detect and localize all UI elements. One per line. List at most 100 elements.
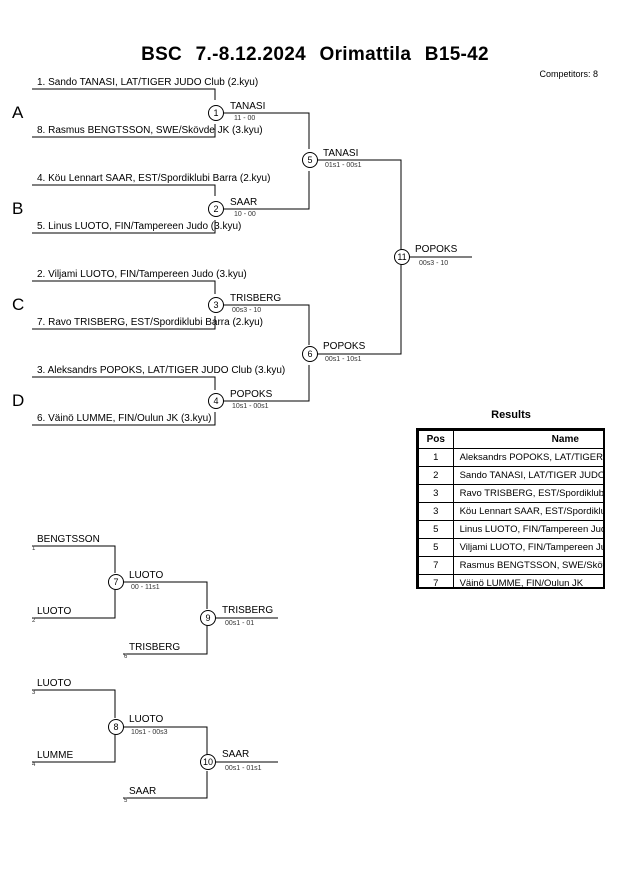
match-score: 10s1 - 00s3 — [131, 729, 168, 736]
name-cell: Linus LUOTO, FIN/Tampereen Judo — [452, 520, 603, 539]
name-cell: Köu Lennart SAAR, EST/Spordiklubi Barra — [452, 502, 603, 521]
svg-text:10: 10 — [203, 757, 213, 767]
pool-label-b: B — [12, 199, 24, 218]
final-winner: POPOKS — [415, 244, 458, 255]
match-score: 00s1 - 10s1 — [325, 356, 362, 363]
svg-text:7: 7 — [113, 577, 118, 587]
entrant: 3. Aleksandrs POPOKS, LAT/TIGER JUDO Clu… — [37, 365, 286, 376]
match-winner: SAAR — [222, 749, 250, 760]
match-node-2: 2 — [208, 201, 224, 217]
pos-cell: 3 — [418, 484, 454, 503]
match-score: 10 - 00 — [234, 211, 256, 218]
match-node-6: 6 — [302, 346, 318, 362]
match-score: 00s3 - 10 — [232, 307, 262, 314]
match-score: 00 - 11s1 — [131, 584, 160, 591]
repechage-entrant: LUMME — [37, 750, 74, 761]
entrant: 8. Rasmus BENGTSSON, SWE/Skövde JK (3.ky… — [37, 125, 263, 136]
match-node-1: 1 — [208, 105, 224, 121]
pos-cell: 3 — [418, 502, 454, 521]
pos-cell: 5 — [418, 520, 454, 539]
repechage-entrant-num: 4 — [32, 762, 36, 768]
match-node-3: 3 — [208, 297, 224, 313]
match-node-4: 4 — [208, 393, 224, 409]
name-cell: Aleksandrs POPOKS, LAT/TIGER JUDO Club — [452, 448, 603, 467]
pos-cell: 1 — [418, 448, 454, 467]
results-header-row: Pos Name — [418, 430, 603, 449]
match-winner: POPOKS — [323, 341, 366, 352]
entrant: 4. Köu Lennart SAAR, EST/Spordiklubi Bar… — [37, 173, 271, 184]
repechage-entrant-num: 2 — [32, 618, 36, 624]
name-cell: Viljami LUOTO, FIN/Tampereen Judo — [452, 538, 603, 557]
repechage-entrant-num: 1 — [32, 546, 36, 552]
repechage-entrant: LUOTO — [37, 606, 72, 617]
match-score: 00s1 - 01 — [225, 620, 255, 627]
svg-text:4: 4 — [213, 396, 218, 406]
match-score: 11 - 00 — [234, 115, 256, 122]
repechage-entrant: BENGTSSON — [37, 534, 100, 545]
match-score: 01s1 - 00s1 — [325, 162, 362, 169]
pos-header: Pos — [418, 430, 454, 449]
pos-cell: 7 — [418, 556, 454, 575]
pos-cell: 7 — [418, 574, 454, 587]
pool-label-d: D — [12, 391, 25, 410]
name-cell: Ravo TRISBERG, EST/Spordiklubi Barra — [452, 484, 603, 503]
svg-text:8: 8 — [113, 722, 118, 732]
match-winner: POPOKS — [230, 389, 273, 400]
svg-text:11: 11 — [397, 252, 406, 262]
repechage-entrant-num: 5 — [124, 798, 128, 804]
match-winner: LUOTO — [129, 714, 164, 725]
match-winner: TRISBERG — [230, 293, 282, 304]
pos-cell: 5 — [418, 538, 454, 557]
match-node-7: 7 — [108, 574, 124, 590]
name-cell: Väinö LUMME, FIN/Oulun JK — [452, 574, 603, 587]
svg-text:3: 3 — [213, 300, 218, 310]
svg-text:1: 1 — [213, 108, 218, 118]
match-winner: TANASI — [323, 148, 359, 159]
repechage-entrant: SAAR — [129, 786, 157, 797]
svg-text:9: 9 — [205, 613, 210, 623]
final-score: 00s3 - 10 — [419, 260, 449, 267]
match-winner: TRISBERG — [222, 605, 274, 616]
competitors-count: Competitors: 8 — [539, 69, 598, 79]
match-winner: TANASI — [230, 101, 266, 112]
results-title: Results — [491, 409, 531, 421]
match-node-11: 11 — [394, 249, 410, 265]
page-title: BSC 7.-8.12.2024 Orimattila B15-42 — [141, 44, 489, 65]
entrant: 2. Viljami LUOTO, FIN/Tampereen Judo (3.… — [37, 269, 247, 280]
name-cell: Sando TANASI, LAT/TIGER JUDO Club — [452, 466, 603, 485]
name-cell: Rasmus BENGTSSON, SWE/Skövde JK — [452, 556, 603, 575]
match-winner: SAAR — [230, 197, 258, 208]
match-node-5: 5 — [302, 152, 318, 168]
svg-text:6: 6 — [307, 349, 312, 359]
match-score: 00s1 - 01s1 — [225, 765, 262, 772]
repechage-entrant: LUOTO — [37, 678, 72, 689]
repechage-entrant-num: 3 — [32, 690, 36, 696]
entrant: 7. Ravo TRISBERG, EST/Spordiklubi Barra … — [37, 317, 264, 328]
entrant: 1. Sando TANASI, LAT/TIGER JUDO Club (2.… — [37, 77, 259, 88]
pool-label-c: C — [12, 295, 25, 314]
match-node-8: 8 — [108, 719, 124, 735]
entrant: 6. Väinö LUMME, FIN/Oulun JK (3.kyu) — [37, 413, 212, 424]
pool-label-a: A — [12, 103, 24, 122]
repechage-entrant-num: 6 — [124, 654, 128, 660]
svg-text:5: 5 — [307, 155, 312, 165]
match-score: 10s1 - 00s1 — [232, 403, 269, 410]
name-header: Name — [452, 430, 603, 449]
svg-text:2: 2 — [213, 204, 218, 214]
match-winner: LUOTO — [129, 570, 164, 581]
repechage-entrant: TRISBERG — [129, 642, 181, 653]
match-node-10: 10 — [200, 754, 216, 770]
pos-cell: 2 — [418, 466, 454, 485]
match-node-9: 9 — [200, 610, 216, 626]
entrant: 5. Linus LUOTO, FIN/Tampereen Judo (3.ky… — [37, 221, 242, 232]
